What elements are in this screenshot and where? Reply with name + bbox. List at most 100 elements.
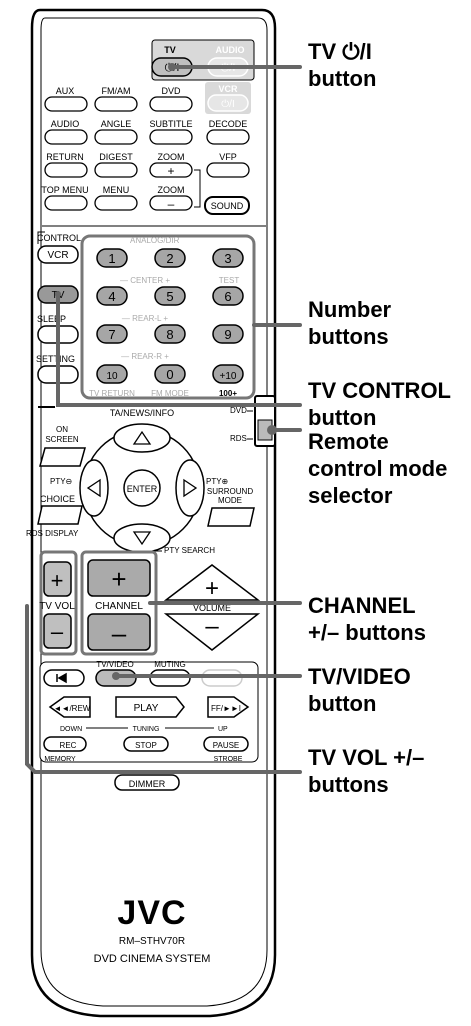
number-button-5[interactable]: [154, 286, 186, 306]
number-button-plus10[interactable]: [212, 364, 244, 384]
choice-button[interactable]: [37, 505, 83, 525]
surround-mode-button[interactable]: [207, 507, 255, 527]
menu-button[interactable]: [94, 195, 138, 211]
tv-vol-leader: [25, 604, 302, 774]
stop-label: STOP: [135, 741, 157, 750]
decode-label: DECODE: [209, 119, 248, 129]
rear-r-sub: — REAR-R +: [121, 352, 169, 361]
fmam-label: FM/AM: [102, 86, 131, 96]
mode-selector-callout: Remote control mode selector: [308, 428, 447, 509]
angle-button[interactable]: [94, 129, 138, 145]
tv-vol-label: TV VOL: [39, 601, 75, 612]
enter-button[interactable]: [123, 469, 161, 507]
subtitle-button[interactable]: [149, 129, 193, 145]
tv-vol-minus-button[interactable]: [43, 613, 72, 649]
pause-button[interactable]: [203, 736, 249, 752]
digest-button[interactable]: [94, 162, 138, 178]
number-button-6[interactable]: [212, 286, 244, 306]
on-screen-button[interactable]: [39, 447, 86, 467]
dimmer-button[interactable]: [114, 774, 180, 791]
number-button-7[interactable]: [96, 324, 128, 344]
number-button-3[interactable]: [212, 248, 244, 268]
number-button-9[interactable]: [212, 324, 244, 344]
volume-minus-button[interactable]: [163, 613, 261, 651]
return-label: RETURN: [46, 152, 84, 162]
vcr-control-button[interactable]: [37, 245, 79, 264]
system-label: DVD CINEMA SYSTEM: [94, 953, 211, 965]
tv-vol-plus-button[interactable]: [43, 561, 72, 597]
tv-control-callout-line1: TV CONTROL: [308, 378, 451, 403]
brand-logo: JVC: [117, 894, 186, 932]
dpad-left-arrow-icon: [86, 478, 101, 498]
tuning-label: TUNING: [133, 726, 160, 733]
vfp-label: VFP: [219, 152, 237, 162]
fm-mode-sub: FM MODE: [151, 389, 189, 398]
rear-l-sub: — REAR-L +: [122, 314, 168, 323]
choice-label: CHOICE: [40, 494, 75, 504]
vcr-power-button[interactable]: [207, 94, 249, 112]
play-button[interactable]: [115, 696, 185, 718]
digest-label: DIGEST: [99, 152, 133, 162]
ff-label: FF/►►I: [211, 704, 241, 713]
vfp-button[interactable]: [206, 162, 250, 178]
stop-button[interactable]: [123, 736, 169, 752]
number-label-3: 3: [224, 251, 231, 266]
rds-display-label: RDS DISPLAY: [26, 529, 79, 538]
tv-vol-callout-line1: TV VOL +/–: [308, 745, 425, 770]
callout-lines: [25, 65, 302, 774]
sound-button[interactable]: [204, 196, 250, 215]
number-button-2[interactable]: [154, 248, 186, 268]
number-button-4[interactable]: [96, 286, 128, 306]
rds-switch-label: RDS: [230, 434, 247, 443]
menu-label: MENU: [103, 185, 130, 195]
remote-body-inner-edge: [40, 17, 268, 1007]
memory-label: MEMORY: [44, 756, 76, 763]
rew-button[interactable]: [48, 696, 91, 718]
dvd-label: DVD: [161, 86, 181, 96]
dvd-button[interactable]: [149, 96, 193, 112]
tv-power-callout: TV ⏻/I button: [308, 38, 376, 92]
mode-selector-dot: [267, 425, 277, 435]
audio-button[interactable]: [44, 129, 88, 145]
fmam-button[interactable]: [94, 96, 138, 112]
decode-button[interactable]: [206, 129, 250, 145]
channel-minus-button[interactable]: [87, 613, 151, 651]
model-label: RM–STHV70R: [119, 936, 185, 947]
channel-label: CHANNEL: [95, 601, 143, 612]
top-menu-button[interactable]: [44, 195, 88, 211]
ff-button[interactable]: [207, 696, 250, 718]
number-label-5: 5: [166, 289, 173, 304]
tv-control-dot: [55, 291, 61, 297]
tv-vol-callout: TV VOL +/– buttons: [308, 744, 424, 798]
on-screen-label-1: ON: [56, 425, 68, 434]
dpad-down-arrow-icon: [132, 531, 152, 546]
channel-plus-button[interactable]: [87, 559, 151, 597]
number-button-8[interactable]: [154, 324, 186, 344]
number-button-10[interactable]: [96, 364, 128, 384]
number-label-0: 0: [166, 367, 173, 382]
tv-power-callout-line1: TV ⏻/I: [308, 39, 372, 64]
zoom-minus-button[interactable]: [149, 195, 193, 211]
tv-video-label: TV/VIDEO: [96, 660, 133, 669]
pause-label: PAUSE: [213, 741, 240, 750]
dpad-up-arrow-icon: [132, 430, 152, 445]
return-button[interactable]: [44, 162, 88, 178]
number-label-2: 2: [166, 251, 173, 266]
subtitle-label: SUBTITLE: [149, 119, 192, 129]
down-label: DOWN: [60, 726, 82, 733]
zoom-plus-button[interactable]: [149, 162, 193, 178]
play-label: PLAY: [134, 703, 159, 714]
center-sub: — CENTER +: [120, 276, 170, 285]
sound-label: SOUND: [211, 201, 244, 211]
volume-plus-button[interactable]: [163, 564, 261, 601]
number-button-0[interactable]: [154, 364, 186, 384]
top-menu-label: TOP MENU: [41, 185, 88, 195]
number-label-6: 6: [224, 289, 231, 304]
control-bracket: [37, 231, 45, 244]
number-button-1[interactable]: [96, 248, 128, 268]
aux-button[interactable]: [44, 96, 88, 112]
rec-button[interactable]: [43, 736, 87, 752]
mode-selector-callout-line1: Remote: [308, 429, 389, 454]
pty-search-label: PTY SEARCH: [164, 546, 215, 555]
